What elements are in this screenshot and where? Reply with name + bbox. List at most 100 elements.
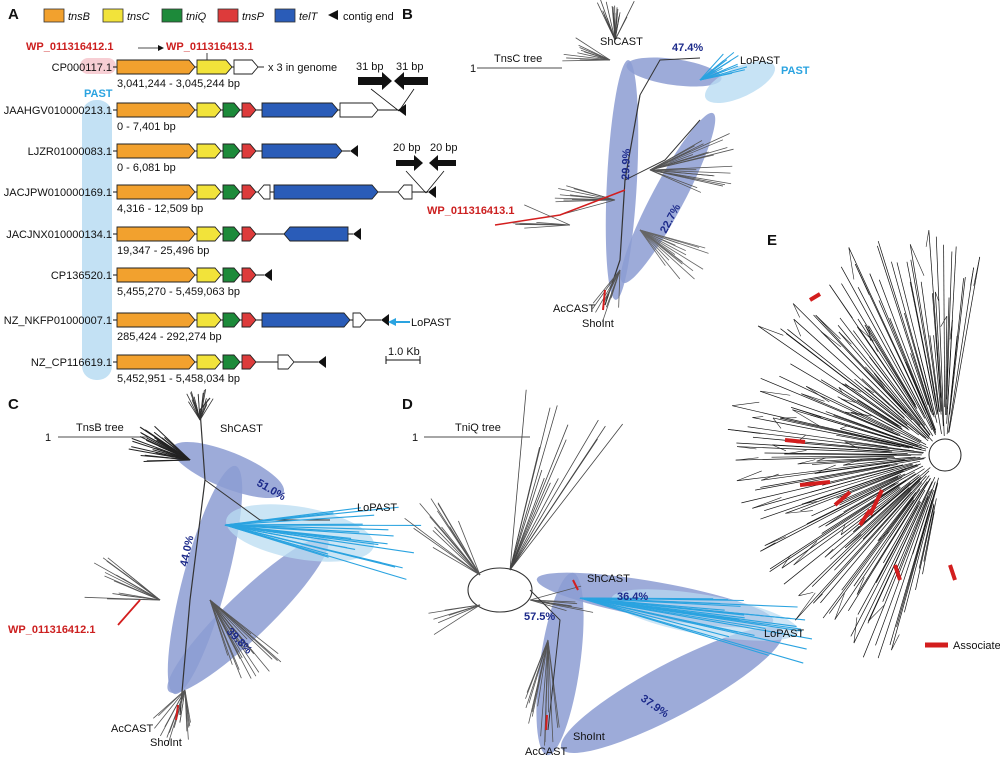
tree-branch (184, 689, 191, 727)
tree-branch (867, 497, 926, 624)
tree-branch (791, 407, 927, 450)
gene-empty (352, 312, 367, 328)
tree-branch (531, 639, 549, 717)
tree-branch (509, 482, 551, 571)
past-highlight-b (704, 60, 776, 104)
tree-branch (547, 639, 554, 743)
pct-b2: 29.9% (620, 148, 633, 180)
tree-branch (889, 499, 933, 646)
tree-branch (848, 478, 931, 612)
tree-branch (572, 579, 579, 591)
tree-branch (810, 463, 913, 493)
gene-tnsB (116, 312, 196, 328)
gene-row: NZ_CP116619.15,452,951 - 5,458,034 bp (31, 354, 326, 385)
arrow-head-icon (158, 45, 164, 51)
tree-branch (761, 457, 926, 481)
row-coords: 0 - 7,401 bp (117, 121, 176, 133)
associate-legend-label: Associate (953, 640, 1000, 652)
shcast-label-c: ShCAST (220, 423, 263, 435)
tree-branch (842, 383, 910, 431)
tree-branch (764, 465, 924, 546)
tree-branch (179, 479, 206, 716)
tree-branch (878, 279, 936, 431)
tree-branch (144, 454, 191, 461)
tree-branch (605, 1, 616, 41)
tree-branch (747, 426, 888, 448)
tree-branch (735, 457, 759, 461)
tree-branch (850, 411, 901, 435)
tree-branch (614, 12, 621, 41)
tree-branch (932, 293, 942, 412)
tree-branch (197, 394, 201, 421)
tree-branch (764, 464, 914, 511)
tree-branch (841, 475, 930, 591)
tree-branch (624, 119, 701, 181)
tree-branch (857, 318, 934, 437)
repeat-31bp: 31 bp 31 bp (356, 61, 428, 112)
tree-branch (760, 458, 925, 488)
shoint-label-b: ShoInt (582, 318, 614, 330)
past-label-b: PAST (781, 65, 810, 77)
tree-branch (199, 398, 214, 421)
tree-branch (529, 589, 561, 731)
gene-row: CP136520.15,455,270 - 5,459,063 bp (51, 267, 272, 298)
tree-branch (737, 446, 908, 454)
gene-tnsC (196, 184, 222, 200)
tree-branch (509, 425, 606, 571)
gene-empty (233, 59, 259, 75)
gene-tnsC (196, 102, 222, 118)
shcast-label-b: ShCAST (600, 36, 643, 48)
tree-branch (833, 414, 905, 441)
tree-branch (795, 491, 912, 621)
shcast-label-d: ShCAST (587, 573, 630, 585)
gene-row: JACJNX010000134.119,347 - 25,496 bp (6, 226, 361, 257)
contig-end-icon (350, 145, 358, 157)
tree-branch-past (224, 514, 375, 526)
tree-branch (509, 477, 545, 571)
tree-branch-past (699, 65, 739, 81)
repeat-line (398, 88, 415, 112)
tree-branch (838, 387, 844, 394)
tree-branch (639, 57, 701, 96)
pct-d2: 57.5% (524, 611, 555, 623)
tree-branch (759, 390, 919, 447)
tree-branch (792, 409, 820, 426)
contig-end-icon (318, 356, 326, 368)
tree-branch (854, 264, 870, 295)
tree-branch (801, 464, 918, 505)
gene-tniQ (222, 312, 241, 328)
tree-branch (102, 557, 161, 601)
tree-branch (559, 199, 616, 216)
associated-branch (868, 489, 884, 516)
repeat-arrow-left-icon (429, 155, 456, 171)
tree-branch (920, 281, 940, 412)
tree-branch (853, 499, 915, 587)
tree-branch-past (699, 69, 745, 81)
repeat-line (405, 170, 427, 194)
tree-branch (841, 283, 918, 409)
row-accession: NZ_NKFP01000007.1 (4, 315, 112, 327)
tree-branch (923, 498, 937, 562)
tree-branch (600, 0, 616, 41)
tree-branch (934, 291, 944, 427)
tree-branch (512, 222, 571, 226)
tree-branch (873, 373, 912, 417)
tree-branch (910, 353, 929, 406)
row-accession: JAAHGV010000213.1 (4, 105, 112, 117)
tree-branch-past (224, 524, 360, 533)
tree-branch (209, 599, 260, 673)
tree-branch (825, 411, 922, 447)
tree-branch (842, 383, 862, 393)
row-coords: 5,455,270 - 5,459,063 bp (117, 286, 240, 298)
tree-branch (509, 478, 559, 571)
legend-swatch-tnsP (217, 8, 239, 23)
tree-branch (649, 143, 704, 171)
legend-swatch-tnsC (102, 8, 124, 23)
tree-branch (798, 592, 814, 597)
legend-label-tnsP: tnsP (242, 11, 265, 23)
tree-branch (529, 599, 576, 603)
tree-branch (882, 491, 930, 602)
tree-branch (736, 459, 905, 482)
tree-branch (869, 273, 878, 292)
tree-branch (933, 335, 942, 415)
